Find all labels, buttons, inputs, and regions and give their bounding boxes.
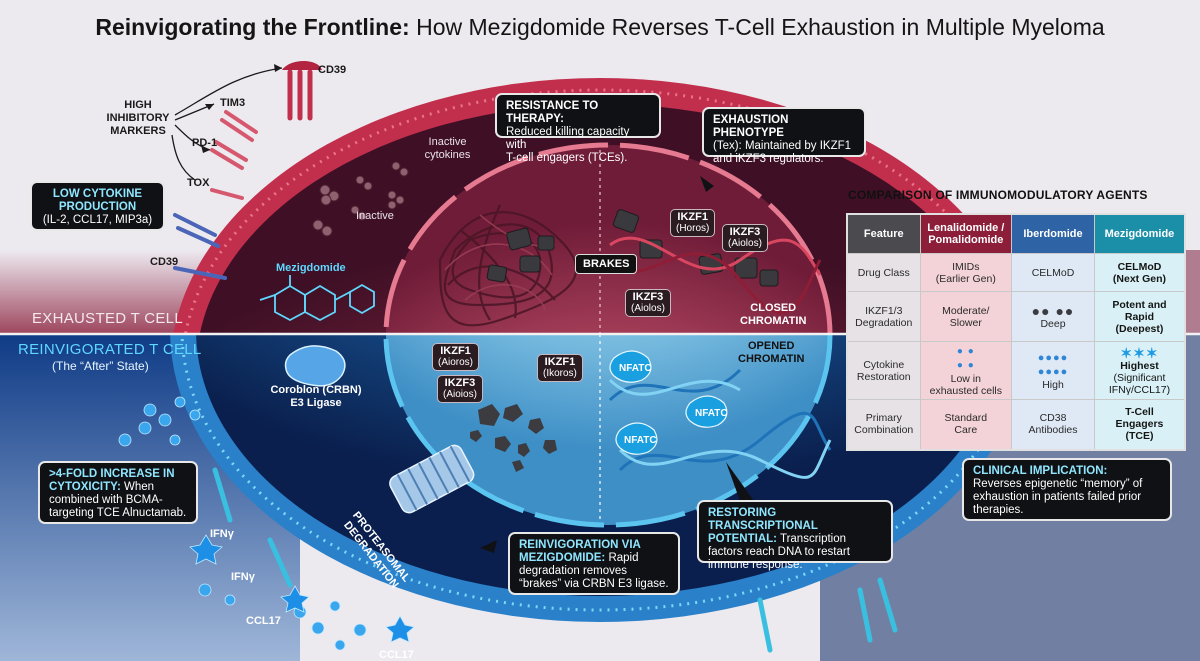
mezigdomide-label: Mezigdomide [276, 262, 346, 274]
ikzf1-tag-reinvigorated-b: IKZF1(Ikoros) [537, 354, 583, 382]
inactive-label: Inactive [356, 210, 394, 222]
header-iberdomide: Iberdomide [1011, 213, 1095, 254]
ccl17-label-a: CCL17 [246, 615, 281, 627]
cell-feature: Cytokine Restoration [846, 341, 921, 400]
title-rest: How Mezigdomide Reverses T-Cell Exhausti… [409, 14, 1105, 40]
ikzf3-tag-exhausted-a: IKZF3(Aiolos) [722, 224, 768, 252]
protein-cluster-icon: ●● ●● [1031, 302, 1075, 319]
exhausted-t-cell-label: EXHAUSTED T CELL [32, 310, 183, 327]
reinvigoration-callout: REINVIGORATION VIA MEZIGDOMIDE: Rapid de… [508, 532, 680, 595]
cd39-top-label: CD39 [318, 64, 347, 76]
cell-iber: ●●●●●●●●High [1011, 341, 1095, 400]
cell-lena: Moderate/Slower [919, 291, 1013, 342]
nfatc-label-c: NFATC [624, 435, 657, 446]
nfatc-label-b: NFATC [695, 408, 728, 419]
reinvigorated-t-cell-label: REINVIGORATED T CELL [18, 341, 202, 358]
cell-feature: Primary Combination [846, 399, 921, 450]
comparison-title: COMPARISON OF IMMUNOMODULATORY AGENTS [848, 188, 1148, 202]
ikzf1-tag-exhausted: IKZF1(Horos) [670, 209, 716, 237]
title-bold: Reinvigorating the Frontline: [95, 14, 410, 40]
tim3-label: TIM3 [220, 97, 246, 109]
header-mezigdomide: Mezigdomide [1093, 213, 1186, 254]
low-cytokine-callout: LOW CYTOKINE PRODUCTION (IL-2, CCL17, MI… [30, 181, 165, 231]
cell-feature: Drug Class [846, 253, 921, 292]
tox-label: TOX [187, 177, 210, 189]
cell-lena: IMIDs(Earlier Gen) [919, 253, 1013, 292]
crbn-label: Coroblon (CRBN)E3 Ligase [270, 384, 362, 409]
resistance-callout: RESISTANCE TO THERAPY: Reduced killing c… [495, 93, 661, 164]
cytokine-burst-icon: ✶✶✶ [1120, 344, 1159, 361]
header-lenalidomide: Lenalidomide / Pomalidomide [919, 213, 1013, 254]
cytokine-dots-icon: ● ●● ● [956, 345, 975, 371]
cytotoxicity-callout: >4-FOLD INCREASE IN CYTOXICITY: When com… [38, 461, 198, 524]
ikzf3-tag-reinvigorated: IKZF3(Aioios) [437, 375, 483, 403]
comparison-header-row: Feature Lenalidomide / Pomalidomide Iber… [846, 213, 1186, 254]
cell-iber: ●● ●●Deep [1011, 291, 1095, 342]
cell-mezi: CELMoD(Next Gen) [1093, 253, 1186, 292]
comparison-table: Feature Lenalidomide / Pomalidomide Iber… [846, 213, 1186, 451]
exhaustion-phenotype-callout: EXHAUSTION PHENOTYPE (Tex): Maintained b… [702, 107, 866, 165]
ikzf1-tag-reinvigorated-a: IKZF1(Aioros) [432, 343, 480, 371]
clinical-implication-callout: CLINICAL IMPLICATION: Reverses epigeneti… [962, 458, 1172, 521]
ifng-label-b: IFNγ [231, 571, 255, 583]
cell-feature: IKZF1/3 Degradation [846, 291, 921, 342]
brakes-label: BRAKES [575, 254, 638, 274]
ccl17-label-b: CCL17 [379, 649, 414, 661]
table-row: IKZF1/3 Degradation Moderate/Slower ●● ●… [846, 291, 1186, 342]
cd39-bottom-label: CD39 [150, 256, 179, 268]
ifng-label-a: IFNγ [210, 528, 234, 540]
table-row: Drug Class IMIDs(Earlier Gen) CELMoD CEL… [846, 253, 1186, 292]
pd1-label: PD-1 [192, 137, 218, 149]
cytokine-dots-icon: ●●●●●●●● [1037, 351, 1069, 378]
nfatc-label-a: NFATC [619, 363, 652, 374]
header-feature: Feature [846, 213, 921, 254]
page-title: Reinvigorating the Frontline: How Mezigd… [0, 14, 1200, 41]
restoring-callout: RESTORING TRANSCRIPTIONAL POTENTIAL: Tra… [697, 500, 893, 571]
cell-iber: CELMoD [1011, 253, 1095, 292]
ikzf3-tag-exhausted-b: IKZF3(Aiolos) [625, 289, 671, 317]
reinvigorated-subtitle: (The “After” State) [52, 359, 149, 373]
